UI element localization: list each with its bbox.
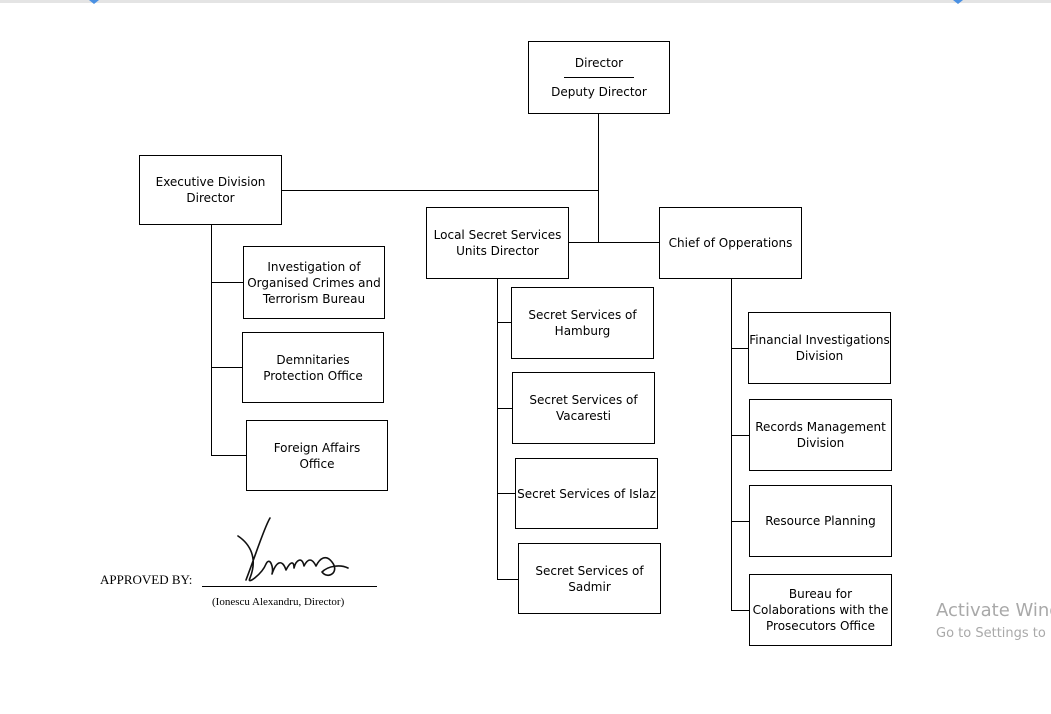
prosecutors-collaboration-label: Bureau for Colaborations with the Prosec…: [752, 587, 889, 633]
demnitaries-protection-label: Demnitaries Protection Office: [263, 352, 363, 383]
resource-planning-box[interactable]: Resource Planning: [749, 485, 892, 557]
vacaresti-label: Secret Services of Vacaresti: [529, 393, 638, 423]
left-margin-marker-icon[interactable]: [89, 0, 99, 4]
islaz-label: Secret Services of Islaz: [517, 486, 656, 501]
islaz-box[interactable]: Secret Services of Islaz: [515, 458, 658, 529]
director-title: Director: [574, 56, 624, 70]
resource-planning-label: Resource Planning: [765, 514, 876, 528]
activate-windows-hint: Go to Settings to: [936, 626, 1046, 641]
director-box[interactable]: Director Deputy Director: [528, 41, 670, 114]
demnitaries-protection-box[interactable]: Demnitaries Protection Office: [242, 332, 384, 403]
local-child-1-connector: [497, 322, 512, 323]
operations-label: Chief of Opperations: [668, 236, 793, 250]
records-management-box[interactable]: Records Management Division: [749, 399, 892, 471]
vacaresti-box[interactable]: Secret Services of Vacaresti: [512, 372, 655, 444]
local-operations-connector-line: [568, 242, 660, 243]
operations-child-3-connector: [731, 521, 750, 522]
director-separator: [564, 77, 634, 78]
operations-child-2-connector: [731, 435, 750, 436]
local-child-3-connector: [497, 493, 516, 494]
local-branch-line: [497, 278, 498, 579]
sadmir-label: Secret Services of Sadmir: [535, 563, 644, 594]
signature-line: [202, 586, 377, 587]
operations-child-1-connector: [731, 348, 749, 349]
hamburg-box[interactable]: Secret Services of Hamburg: [511, 287, 654, 359]
local-units-box[interactable]: Local Secret Services Units Director: [426, 207, 569, 279]
foreign-affairs-box[interactable]: Foreign Affairs Office: [246, 420, 388, 491]
approver-name: (Ionescu Alexandru, Director): [212, 596, 345, 608]
executive-child-1-connector: [211, 282, 244, 283]
organised-crimes-box[interactable]: Investigation of Organised Crimes and Te…: [243, 246, 385, 319]
hamburg-label: Secret Services of Hamburg: [528, 308, 637, 338]
executive-division-box[interactable]: Executive Division Director: [139, 155, 282, 225]
activate-windows-title: Activate Wind: [936, 600, 1051, 621]
foreign-affairs-label: Foreign Affairs Office: [273, 440, 361, 471]
executive-connector-line: [281, 190, 599, 191]
records-management-label: Records Management Division: [755, 420, 886, 450]
deputy-director-title: Deputy Director: [551, 85, 647, 99]
prosecutors-collaboration-box[interactable]: Bureau for Colaborations with the Prosec…: [749, 574, 892, 646]
signature-image: [237, 517, 349, 582]
operations-box[interactable]: Chief of Opperations: [659, 207, 802, 279]
executive-child-3-connector: [211, 455, 247, 456]
top-toolbar-strip: [0, 0, 1051, 3]
financial-investigations-label: Financial Investigations Division: [749, 333, 890, 363]
director-trunk-line: [598, 113, 599, 243]
local-child-4-connector: [497, 579, 519, 580]
approved-by-label: APPROVED BY:: [100, 572, 193, 587]
operations-branch-line: [731, 278, 732, 610]
organised-crimes-label: Investigation of Organised Crimes and Te…: [247, 259, 381, 306]
sadmir-box[interactable]: Secret Services of Sadmir: [518, 543, 661, 614]
executive-division-label: Executive Division Director: [155, 175, 266, 205]
right-margin-marker-icon[interactable]: [953, 0, 963, 4]
executive-branch-line: [211, 224, 212, 456]
operations-child-4-connector: [731, 610, 750, 611]
executive-child-2-connector: [211, 367, 243, 368]
local-child-2-connector: [497, 408, 513, 409]
financial-investigations-box[interactable]: Financial Investigations Division: [748, 312, 891, 384]
local-units-label: Local Secret Services Units Director: [433, 228, 562, 258]
